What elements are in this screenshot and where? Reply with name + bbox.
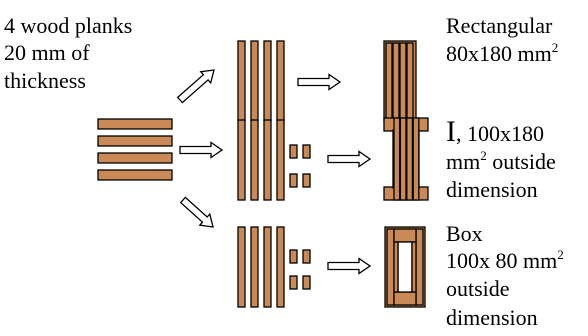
i-section-outside: outside (486, 149, 556, 174)
row3-plank-4 (276, 226, 285, 308)
box-line-3: outside (446, 276, 510, 301)
row2-plank-3 (263, 119, 272, 201)
intro-line-3: thickness (4, 68, 86, 93)
rectangular-section-plank-4 (406, 42, 414, 120)
row3-spacer-3 (289, 275, 298, 290)
row2-arrow-icon (327, 150, 372, 168)
row1-plank-1 (237, 40, 246, 122)
row1-plank-4 (276, 40, 285, 122)
stacked-plank-3 (97, 152, 173, 164)
arrow-to-rectangular-icon (176, 69, 215, 104)
rectangular-dimension-text: 80x180 mm (446, 41, 552, 66)
intro-line-1: 4 wood planks (4, 13, 133, 38)
row3-spacer-1 (289, 249, 298, 264)
i-section-unit: mm (446, 149, 481, 174)
rectangular-label: Rectangular (446, 13, 553, 38)
box-dimension: 100x 80 mm2 (446, 248, 564, 273)
row3-spacer-4 (302, 275, 311, 290)
i-section-dimension: , 100x180 (456, 121, 544, 146)
row2-plank-2 (250, 119, 259, 201)
row2-plank-1 (237, 119, 246, 201)
row2-spacer-1 (289, 144, 298, 159)
box-section-bottom-spacer (393, 291, 417, 306)
rectangular-section-plank-2 (392, 42, 400, 120)
box-label: Box (446, 221, 483, 246)
rectangular-section-plank-1 (385, 42, 393, 120)
i-section-label: I, 100x180 (446, 117, 544, 147)
row3-plank-3 (263, 226, 272, 308)
i-section-plank-2 (399, 117, 407, 201)
box-section-right-plank (415, 228, 424, 306)
i-section-plank-3 (406, 117, 414, 201)
i-section-line-3: dimension (446, 177, 538, 202)
box-section-left-plank (386, 228, 395, 306)
rectangular-dimension: 80x180 mm2 (446, 41, 558, 66)
i-section-plank-4 (412, 117, 420, 201)
row3-plank-2 (250, 226, 259, 308)
i-section-superscript: 2 (480, 148, 487, 163)
box-section-top-spacer (393, 228, 417, 243)
box-superscript: 2 (557, 247, 564, 262)
box-section-inner-right-plank (411, 241, 417, 293)
stacked-plank-2 (97, 135, 173, 147)
row2-spacer-4 (302, 173, 311, 188)
row1-arrow-icon (297, 73, 342, 91)
stacked-plank-1 (97, 118, 173, 130)
row3-plank-1 (237, 226, 246, 308)
box-section-inner-left-plank (393, 241, 399, 293)
box-line-4: dimension (446, 305, 538, 330)
i-section-letter: I (446, 115, 456, 148)
row3-spacer-2 (302, 249, 311, 264)
i-section-plank-1 (393, 117, 401, 201)
box-dimension-text: 100x 80 mm (446, 248, 558, 273)
row2-spacer-3 (289, 173, 298, 188)
rectangular-superscript: 2 (551, 40, 559, 55)
arrow-to-box-icon (179, 196, 214, 228)
box-section-hollow (397, 241, 413, 293)
rectangular-section-plank-3 (399, 42, 407, 120)
row2-plank-4 (276, 119, 285, 201)
arrow-to-i-section-icon (179, 141, 224, 159)
row3-arrow-icon (327, 257, 372, 275)
row1-plank-2 (250, 40, 259, 122)
row2-spacer-2 (302, 144, 311, 159)
i-section-line-2: mm2 outside (446, 149, 556, 174)
row1-plank-3 (263, 40, 272, 122)
intro-line-2: 20 mm of (4, 40, 90, 65)
stacked-plank-4 (97, 169, 173, 181)
